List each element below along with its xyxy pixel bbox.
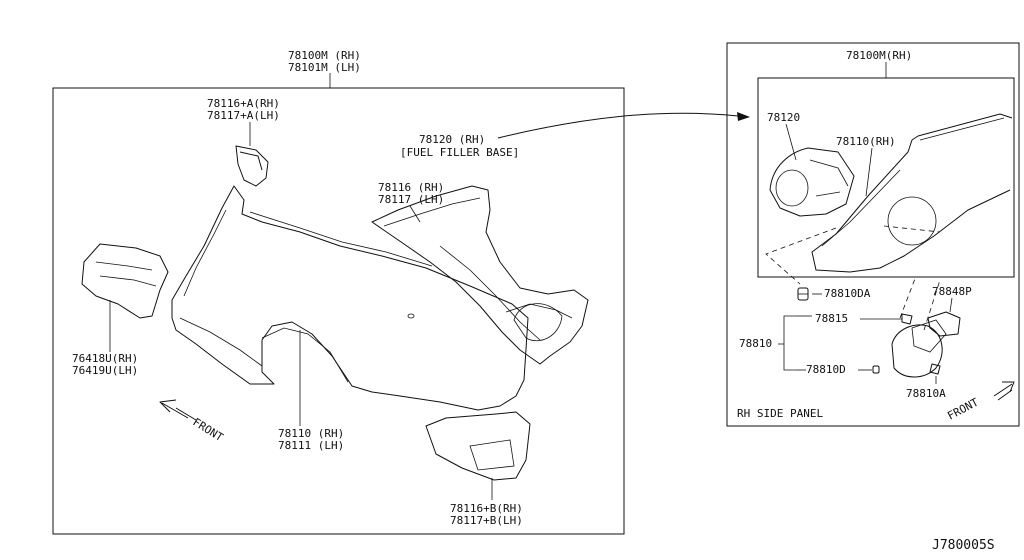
fuel-opening-detail (887, 196, 937, 246)
front-arrow-detail-icon (993, 381, 1015, 401)
label-78810: 78810 (739, 337, 772, 350)
fuel-lid-hinge-arm (911, 319, 947, 353)
label-76419u-lh: 76419U(LH) (72, 364, 138, 377)
main-panel-frame (52, 87, 625, 535)
side-panel-detail-outline (811, 113, 1013, 273)
reinforcement-b (425, 411, 531, 481)
label-78101m-lh: 78101M (LH) (288, 61, 361, 74)
pillar-detail-lines (383, 197, 573, 341)
label-76418u-rh: 76418U(RH) (72, 352, 138, 365)
label-rh-side-panel: RH SIDE PANEL (737, 407, 823, 420)
label-78117-lh: 78117 (LH) (378, 193, 444, 206)
pillar-opening (513, 303, 563, 342)
label-detail-78120: 78120 (767, 111, 800, 124)
label-78100m-rh: 78100M (RH) (288, 49, 361, 62)
fuel-filler-detail-lines (809, 159, 849, 197)
label-78116a-rh: 78116+A(RH) (207, 97, 280, 110)
clip-78810d (872, 365, 880, 374)
reinforcement-b-opening (469, 439, 515, 471)
label-78117b-lh: 78117+B(LH) (450, 514, 523, 527)
label-78120-rh: 78120 (RH) (419, 133, 485, 146)
leader-detail-78110 (865, 147, 873, 197)
label-78810d: 78810D (806, 363, 846, 376)
label-78117a-lh: 78117+A(LH) (207, 109, 280, 122)
bracket-78810a (929, 363, 941, 375)
label-78111-lh: 78111 (LH) (278, 439, 344, 452)
spring-78848p (927, 311, 961, 337)
leader-detail-78120 (785, 123, 797, 161)
label-78810da: 78810DA (824, 287, 871, 300)
fuel-filler-ring (775, 169, 809, 207)
side-panel-detail-lines (821, 117, 1005, 247)
label-78116b-rh: 78116+B(RH) (450, 502, 523, 515)
label-detail-78110: 78110(RH) (836, 135, 896, 148)
fuel-base-dash-lines (765, 225, 941, 285)
fender-sill-line (179, 317, 263, 367)
label-78116-rh: 78116 (RH) (378, 181, 444, 194)
rear-pillar-assembly (371, 185, 589, 365)
fender-hole (407, 313, 415, 319)
fuel-arrow-line (497, 112, 739, 139)
label-78815: 78815 (815, 312, 848, 325)
label-diagram-code: J780005S (932, 538, 995, 553)
label-detail-78100m: 78100M(RH) (846, 49, 912, 62)
label-fuel-filler-base: [FUEL FILLER BASE] (400, 146, 519, 159)
fuel-arrowhead (737, 112, 750, 121)
front-arrow-main-icon (159, 399, 197, 421)
label-front-main: FRONT (190, 416, 225, 445)
label-78110-rh: 78110 (RH) (278, 427, 344, 440)
label-front-detail: FRONT (945, 395, 981, 422)
label-78848p: 78848P (932, 285, 972, 298)
leader-pillar (409, 205, 421, 223)
fender-detail-lines (183, 209, 433, 383)
extension-detail-lines (95, 261, 157, 287)
detail-panel-frame (726, 42, 1020, 427)
leader-78848p (949, 297, 953, 313)
reinforcement-a (235, 145, 269, 187)
clip-78810da (797, 287, 809, 301)
fuel-lid-78810 (891, 324, 943, 378)
label-78810a: 78810A (906, 387, 946, 400)
bracket-78810 (783, 315, 796, 371)
extension-76418u (81, 243, 169, 319)
hinge-78815 (901, 313, 913, 325)
rear-fender-panel (171, 185, 529, 411)
fuel-filler-base-detail (769, 147, 855, 217)
lid-dash-1 (899, 275, 917, 319)
detail-inner-frame (757, 77, 1015, 278)
